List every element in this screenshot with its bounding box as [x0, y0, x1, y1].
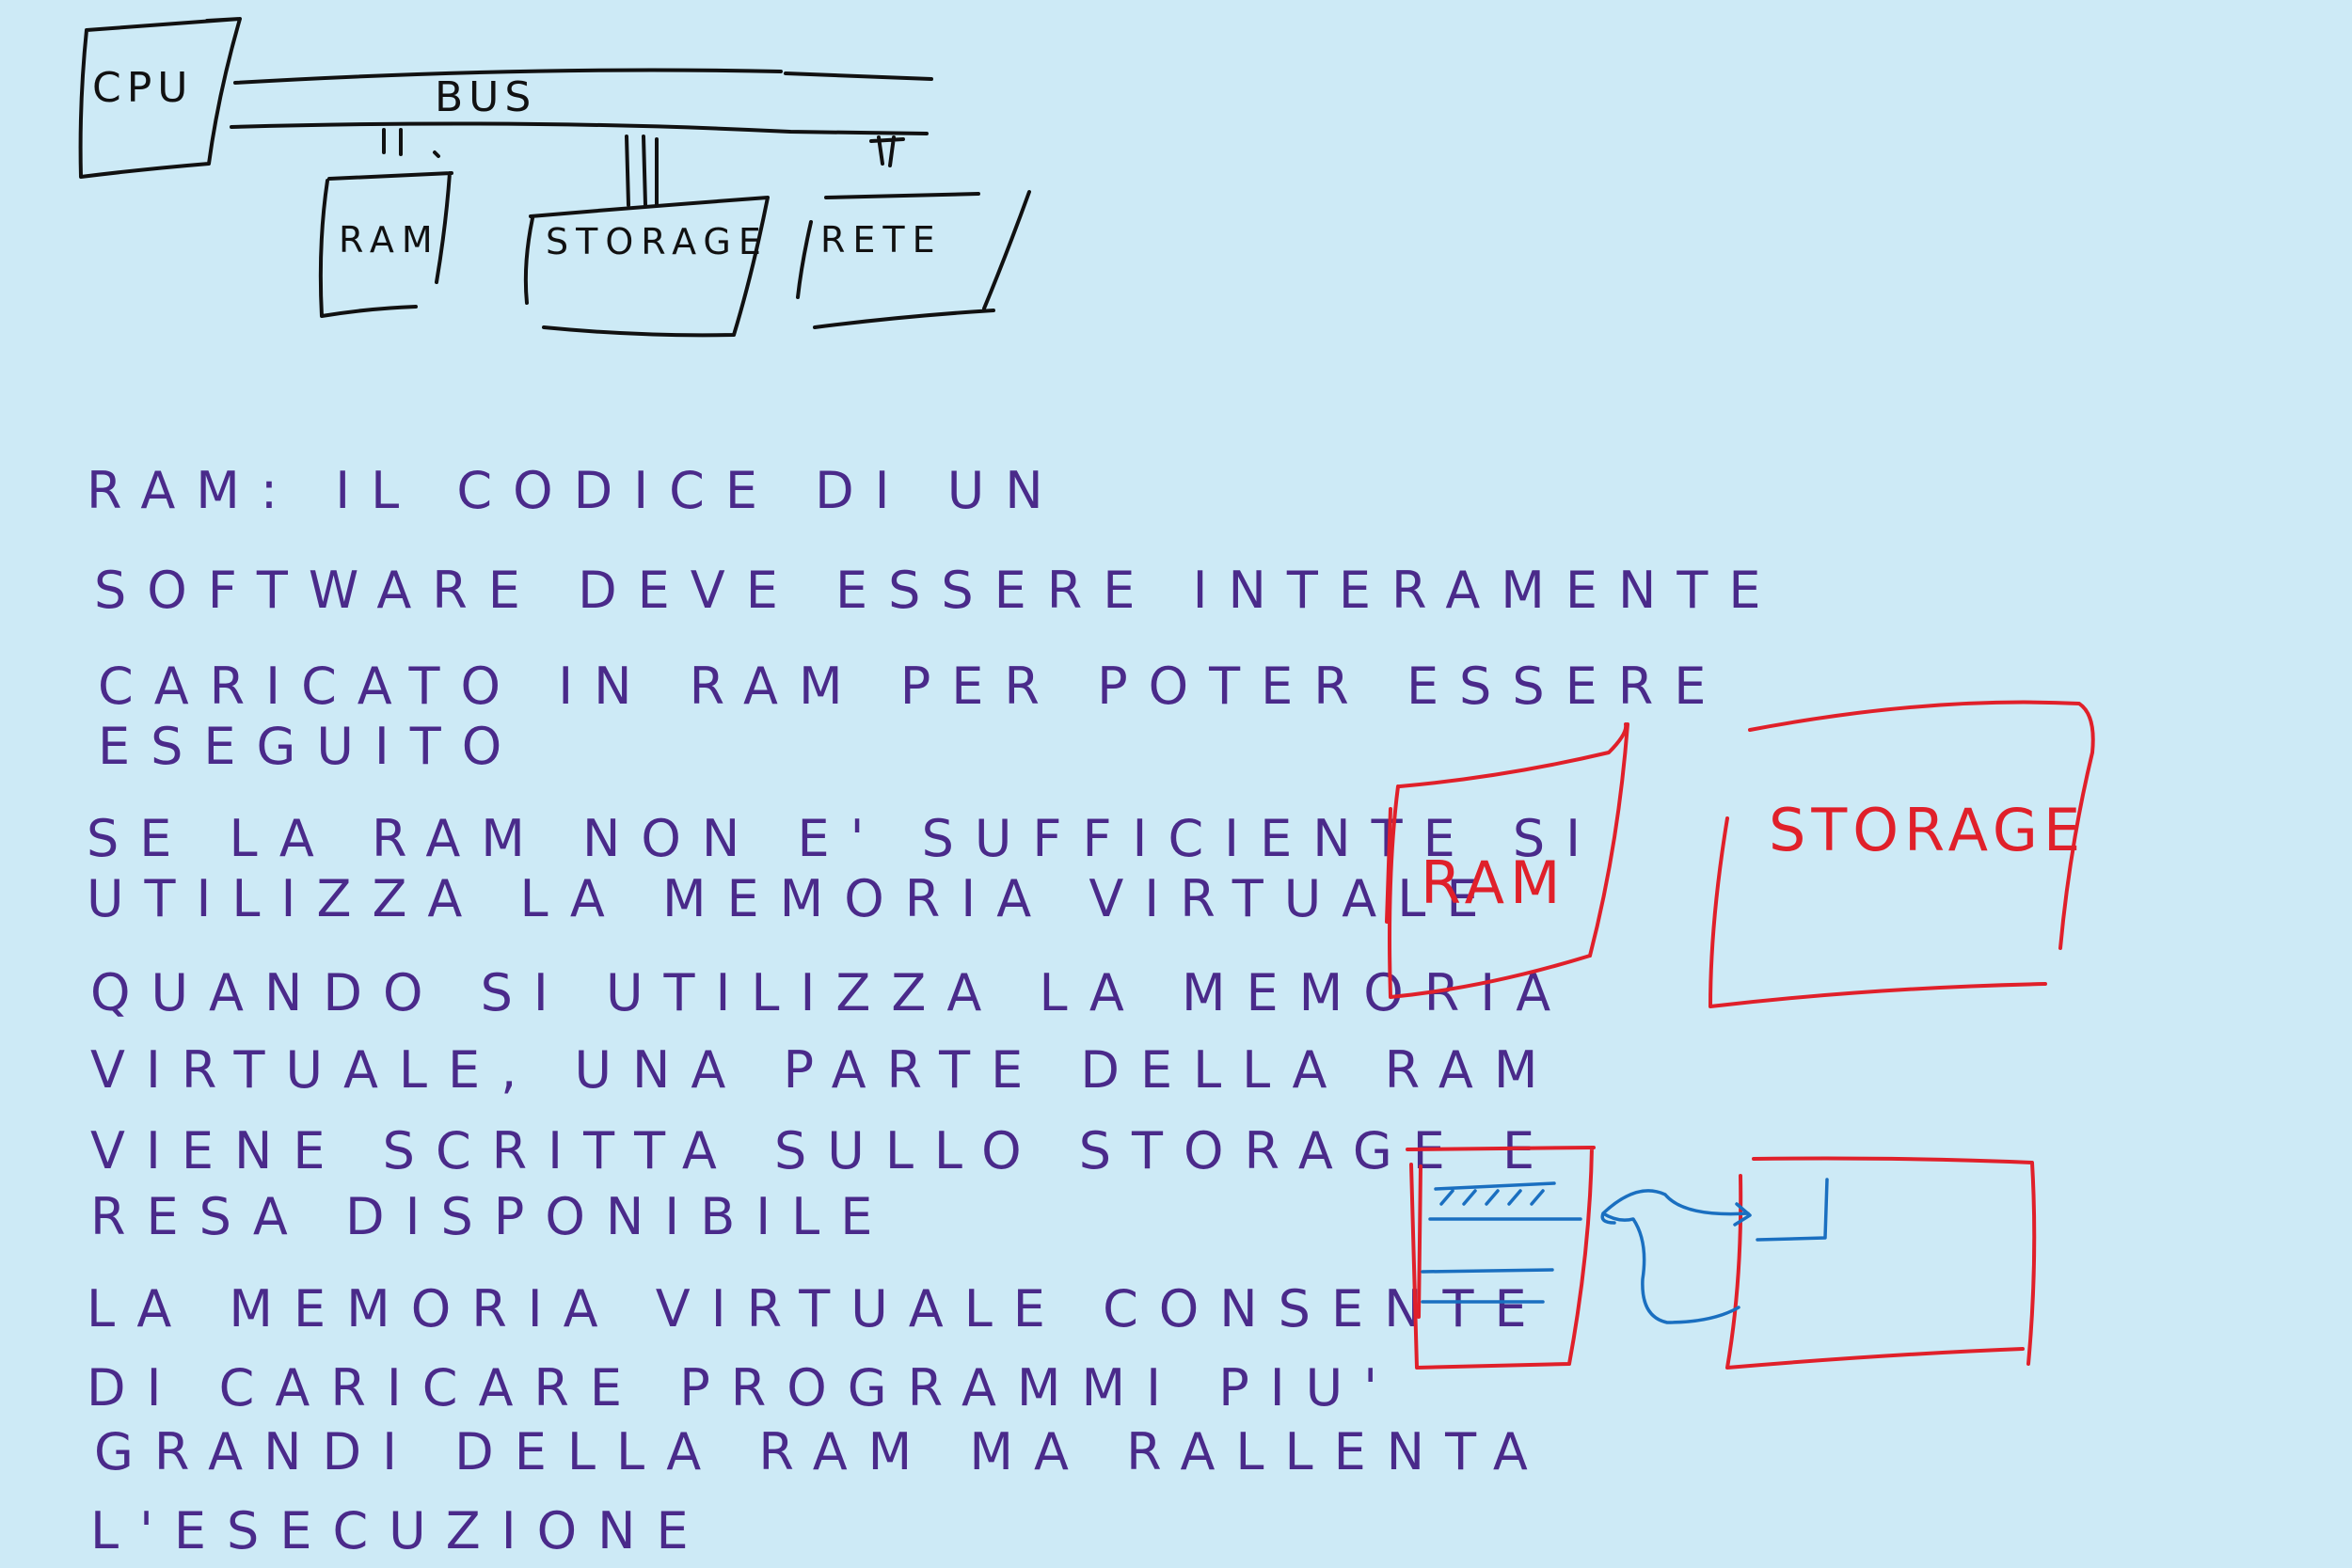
- cpu-box: [78, 17, 242, 179]
- storage-box-right: [1708, 700, 2095, 1008]
- storage-box-bottom: [1725, 1156, 2037, 1370]
- ram-label-top: RAM: [339, 219, 440, 261]
- note-line: SE LA RAM NON E' SUFFICIENTE SI: [87, 809, 1601, 868]
- bus-connector-rete: [869, 135, 905, 167]
- note-line: UTILIZZA LA MEMORIA VIRTUALE: [87, 869, 1499, 928]
- bus-connector-storage: [625, 135, 659, 207]
- bus-line-top: [233, 68, 933, 85]
- note-line: ESEGUITO: [98, 717, 522, 776]
- storage-swap-slot: [1756, 1178, 1829, 1242]
- storage-label-right: STORAGE: [1769, 796, 2086, 864]
- cpu-label: CPU: [92, 64, 193, 112]
- swap-diagram: [1406, 1146, 2037, 1370]
- ram-row: [1421, 1268, 1554, 1274]
- note-line: RESA DISPONIBILE: [90, 1187, 893, 1246]
- note-line: CARICATO IN RAM PER POTER ESSERE: [98, 657, 1726, 716]
- swap-arrow: [1600, 1189, 1752, 1324]
- note-line: DI CARICARE PROGRAMMI PIU': [87, 1358, 1398, 1418]
- note-line: L'ESECUZIONE: [90, 1501, 709, 1560]
- ram-box-top: [318, 171, 453, 318]
- bus-line-bottom: [230, 121, 929, 135]
- storage-label-top: STORAGE: [546, 221, 769, 262]
- rete-box-top: [796, 190, 1031, 329]
- ram-label-right: RAM: [1421, 848, 1565, 917]
- ram-swapped-page: [1428, 1181, 1582, 1221]
- memory-diagram: RAM STORAGE: [1385, 700, 2095, 1008]
- notes-text: RAM: IL CODICE DI UN SOFTWARE DEVE ESSER…: [87, 461, 1782, 1560]
- note-line: VIRTUALE, UNA PARTE DELLA RAM: [90, 1040, 1558, 1100]
- bus-connector-ram: [382, 128, 440, 158]
- system-block-diagram: CPU BUS RAM STORAGE RETE: [78, 17, 1031, 338]
- note-line: QUANDO SI UTILIZZA LA MEMORIA: [90, 963, 1571, 1022]
- note-line: VIENE SCRITTA SULLO STORAGE E: [90, 1121, 1555, 1180]
- note-line: RAM: IL CODICE DI UN: [87, 461, 1064, 520]
- note-line: GRANDI DELLA RAM MA RALLENTA: [94, 1422, 1549, 1481]
- note-line: LA MEMORIA VIRTUALE CONSENTE: [87, 1279, 1548, 1338]
- ram-box-right: [1385, 722, 1629, 999]
- ram-box-bottom: [1406, 1146, 1596, 1370]
- rete-label-top: RETE: [820, 219, 943, 261]
- bus-label: BUS: [435, 73, 536, 121]
- note-line: SOFTWARE DEVE ESSERE INTERAMENTE: [94, 561, 1782, 620]
- storage-box-top: [523, 196, 770, 338]
